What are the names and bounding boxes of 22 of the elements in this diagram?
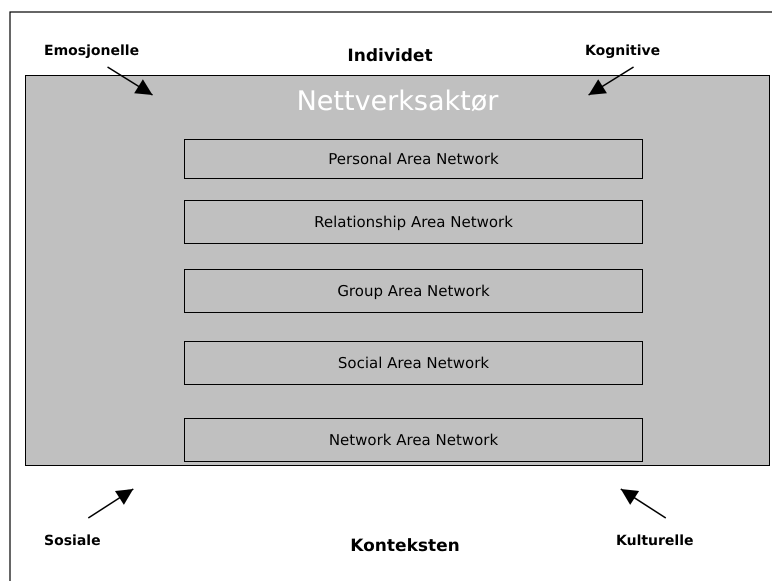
network-level-label: Social Area Network: [338, 354, 490, 372]
arrow: [107, 66, 153, 96]
factor-label: Emosjonelle: [44, 43, 140, 59]
factor-label: Kognitive: [585, 43, 660, 59]
factor-label: Kulturelle: [616, 533, 694, 549]
factor-label: Sosiale: [44, 533, 101, 549]
context-label: Individet: [347, 46, 433, 66]
network-level-label: Personal Area Network: [328, 150, 499, 168]
arrow: [88, 488, 134, 519]
panel-title: Nettverksaktør: [296, 86, 498, 117]
network-level-box: [184, 269, 643, 313]
network-actor-panel: [25, 75, 770, 466]
network-level-box: [184, 200, 643, 244]
arrow: [588, 66, 634, 96]
network-level-label: Group Area Network: [337, 282, 490, 300]
arrow: [620, 488, 666, 519]
network-level-label: Relationship Area Network: [314, 213, 513, 231]
network-level-label: Network Area Network: [328, 431, 498, 449]
network-level-box: [184, 139, 643, 179]
network-level-box: [184, 418, 643, 462]
network-level-box: [184, 341, 643, 385]
context-label: Konteksten: [350, 536, 460, 556]
